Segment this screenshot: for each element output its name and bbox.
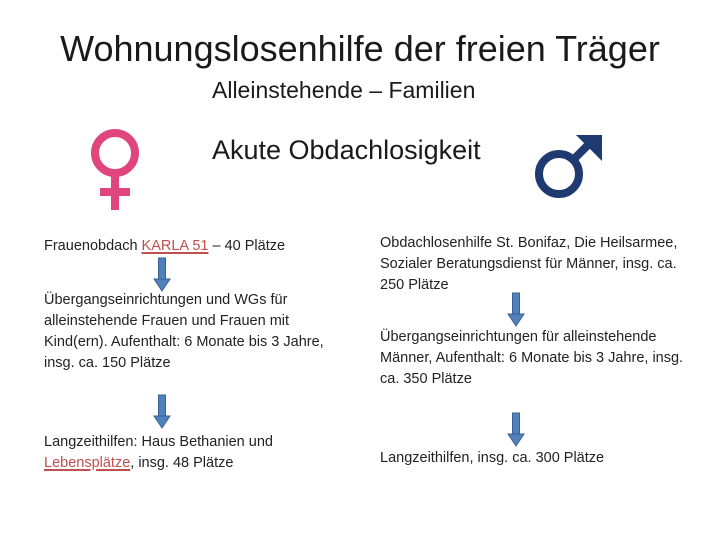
women-item-emergency-shelter: Frauenobdach KARLA 51 – 40 Plätze <box>44 236 344 257</box>
women-item-emergency-prefix: Frauenobdach <box>44 238 142 254</box>
women-item-longterm-prefix: Langzeithilfen: Haus Bethanien und <box>44 434 273 450</box>
page-subtitle: Alleinstehende – Familien <box>212 77 476 103</box>
page-title: Wohnungslosenhilfe der freien Träger <box>60 28 660 69</box>
women-item-long-term: Langzeithilfen: Haus Bethanien und Leben… <box>44 432 334 474</box>
women-item-transitional: Übergangseinrichtungen und WGs für allei… <box>44 292 324 371</box>
men-item-transitional: Übergangseinrichtungen für alleinstehend… <box>380 329 684 387</box>
section-heading: Akute Obdachlosigkeit <box>212 135 481 165</box>
arrow-down-icon <box>153 394 171 429</box>
karla-51-link[interactable]: KARLA 51 <box>141 238 209 254</box>
men-item-long-term: Langzeithilfen, insg. ca. 300 Plätze <box>380 450 605 466</box>
arrow-down-icon <box>507 412 525 447</box>
lebensplaetze-link[interactable]: Lebensplätze <box>44 455 131 471</box>
female-symbol-icon <box>91 129 139 210</box>
arrow-down-icon <box>507 292 525 327</box>
women-item-longterm-suffix: , insg. 48 Plätze <box>130 455 234 471</box>
men-item-emergency-shelter: Obdachlosenhilfe St. Bonifaz, Die Heilsa… <box>380 235 678 293</box>
women-item-emergency-suffix: – 40 Plätze <box>208 238 286 254</box>
male-symbol-icon <box>535 135 602 198</box>
arrow-down-icon <box>153 257 171 292</box>
